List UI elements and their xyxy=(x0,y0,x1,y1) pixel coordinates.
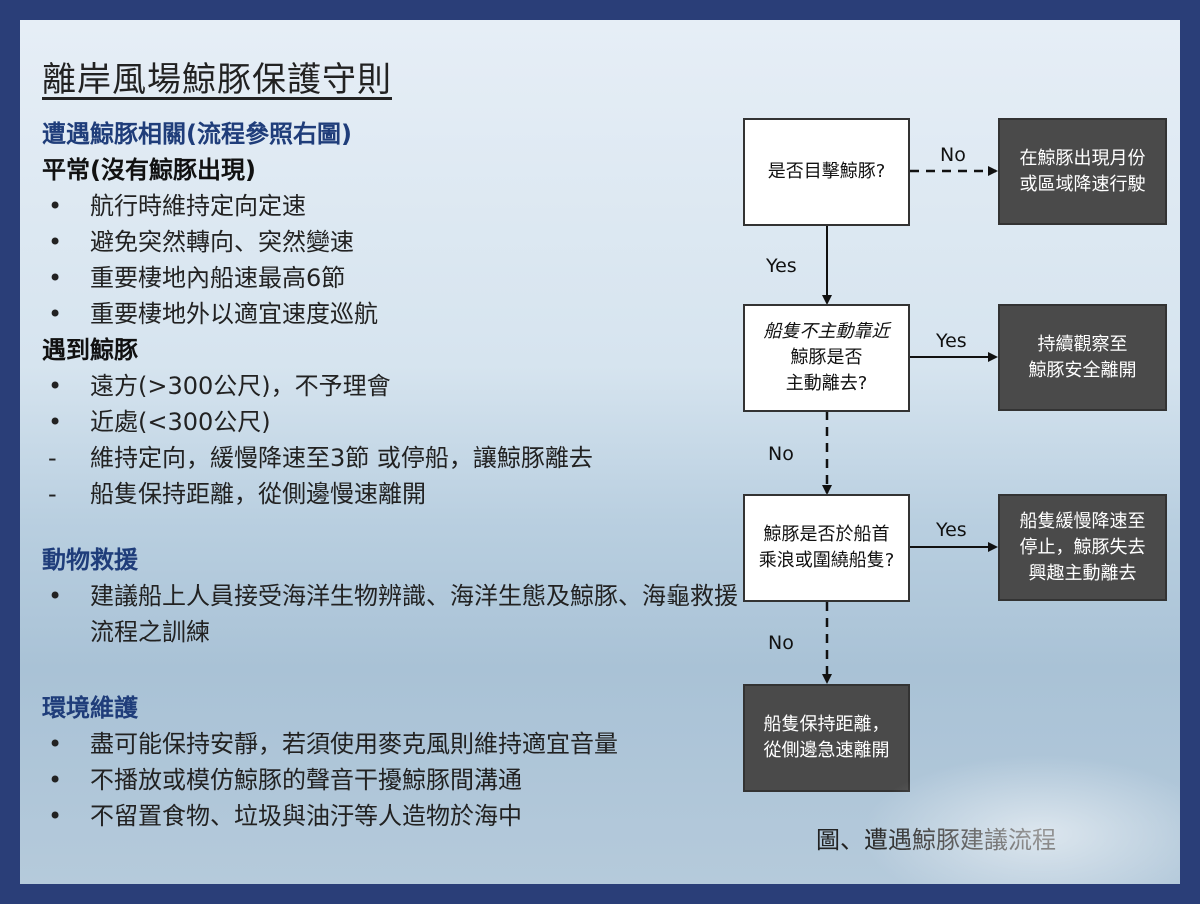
list-item: •重要棲地外以適宜速度巡航 xyxy=(48,300,378,328)
list-item: •不留置食物、垃圾與油汙等人造物於海中 xyxy=(48,802,522,830)
subheading-normal: 平常(沒有鯨豚出現) xyxy=(42,156,256,184)
list-item: •避免突然轉向、突然變速 xyxy=(48,228,354,256)
figure-caption: 圖、遭遇鯨豚建議流程 xyxy=(816,826,1056,854)
label-no-2: No xyxy=(768,443,794,465)
section-heading-rescue: 動物救援 xyxy=(42,546,138,574)
list-item: •重要棲地內船速最高6節 xyxy=(48,264,346,292)
list-item: •遠方(>300公尺)，不予理會 xyxy=(48,372,391,400)
list-item: •建議船上人員接受海洋生物辨識、海洋生態及鯨豚、海龜救援流程之訓練 xyxy=(48,582,738,646)
flow-question-leaving: 船隻不主動靠近 鯨豚是否 主動離去? xyxy=(743,304,910,412)
flowchart-connectors xyxy=(822,166,998,684)
page-title: 離岸風場鯨豚保護守則 xyxy=(42,60,392,100)
flow-question-leaving-italic: 船隻不主動靠近 xyxy=(763,321,890,342)
flow-question-bow-riding: 鯨豚是否於船首 乘浪或圍繞船隻? xyxy=(743,494,910,602)
section-heading-encounter: 遭遇鯨豚相關(流程參照右圖) xyxy=(42,120,352,148)
list-item: •不播放或模仿鯨豚的聲音干擾鯨豚間溝通 xyxy=(48,766,522,794)
flow-action-slow-to-stop: 船隻緩慢降速至 停止，鯨豚失去 興趣主動離去 xyxy=(998,494,1167,601)
flow-question-sighting: 是否目擊鯨豚? xyxy=(743,118,910,226)
list-item: -維持定向，緩慢降速至3節 或停船，讓鯨豚離去 xyxy=(48,444,593,472)
label-no-3: No xyxy=(768,632,794,654)
flow-action-keep-observing: 持續觀察至 鯨豚安全離開 xyxy=(998,304,1167,411)
list-item: -船隻保持距離，從側邊慢速離開 xyxy=(48,480,426,508)
list-item: •航行時維持定向定速 xyxy=(48,192,306,220)
label-yes-2: Yes xyxy=(936,330,967,352)
section-heading-environment: 環境維護 xyxy=(42,694,138,722)
slide: 離岸風場鯨豚保護守則 遭遇鯨豚相關(流程參照右圖) 平常(沒有鯨豚出現) •航行… xyxy=(20,20,1180,884)
label-yes-3: Yes xyxy=(936,519,967,541)
flow-action-slow-in-season: 在鯨豚出現月份 或區域降速行駛 xyxy=(998,118,1167,225)
label-yes-1: Yes xyxy=(766,255,797,277)
list-item: •近處(<300公尺) xyxy=(48,408,271,436)
guidelines-text: 遭遇鯨豚相關(流程參照右圖) 平常(沒有鯨豚出現) •航行時維持定向定速 •避免… xyxy=(42,116,742,834)
list-item: •盡可能保持安靜，若須使用麥克風則維持適宜音量 xyxy=(48,730,618,758)
flow-action-leave-side: 船隻保持距離， 從側邊急速離開 xyxy=(743,684,910,792)
subheading-encounter: 遇到鯨豚 xyxy=(42,336,138,364)
label-no-1: No xyxy=(940,144,966,166)
